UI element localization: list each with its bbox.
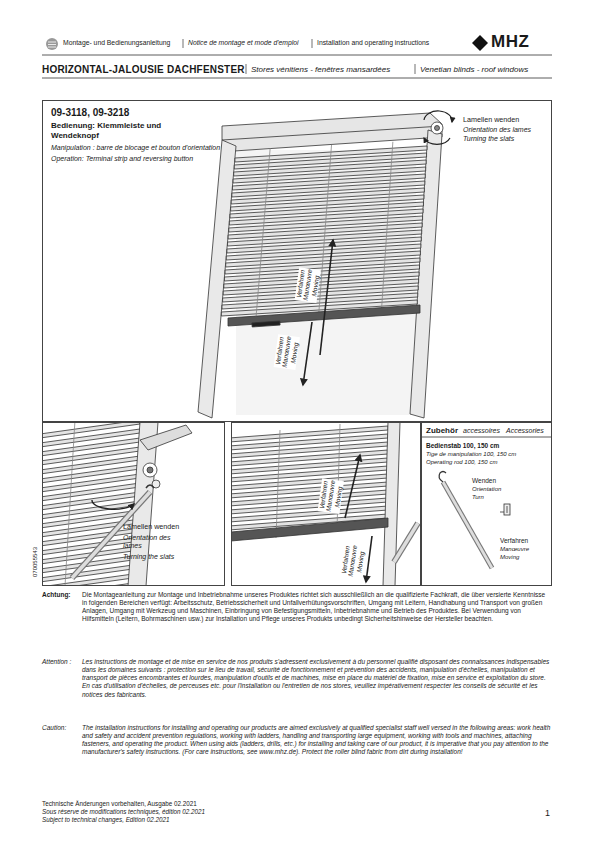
panel-text: Orientation	[472, 486, 501, 493]
note-heading: Achtung:	[42, 591, 71, 599]
subtitle: Stores vénitiens - fenêtres mansardées	[251, 65, 390, 75]
panel-text: Verfahren Manœuvre Moving	[318, 478, 345, 514]
ladder-cord	[382, 142, 393, 308]
header-icon	[46, 38, 58, 50]
ladder-cord	[276, 430, 280, 538]
safety-note: The installation instructions for instal…	[82, 724, 552, 757]
page-number: 1	[545, 808, 550, 819]
header-text: Notice de montage et mode d'emploi	[188, 39, 299, 47]
detail-moving	[231, 422, 418, 586]
panel-text: Bedienstab 100, 150 cm	[426, 442, 546, 450]
panel-text: Turning the slats	[123, 553, 213, 561]
ladder-cord	[256, 148, 270, 316]
ladder-cord	[319, 145, 332, 312]
panel: Lamellen wendenOrientation des lamesTurn…	[42, 422, 225, 586]
panel-text: Moving	[500, 554, 519, 561]
accessories-panel: Zubehör accessoires AccessoriesBedienstab …	[421, 422, 552, 586]
rule	[42, 78, 552, 79]
panel-text: Verfahren Manœuvre Moving	[340, 543, 367, 579]
panel-text: 09-3118, 09-3218	[51, 107, 221, 119]
panel-text: Operation: Terminal strip and reversing …	[51, 155, 226, 163]
detail-turning	[42, 422, 192, 586]
ladder-cord	[65, 422, 75, 586]
callout-label: Orientation des lames	[463, 126, 548, 134]
callout-label: Turning the slats	[463, 135, 548, 143]
panel-text: Manœuvre	[500, 546, 529, 553]
safety-note: Les instructions de montage et de mise e…	[82, 658, 552, 699]
panel-text: Zubehör	[426, 426, 458, 436]
rule	[42, 55, 552, 56]
panel-text: Accessories	[506, 427, 544, 435]
safety-note: Die Montageanleitung zur Montage und Inb…	[82, 591, 552, 624]
page-title: HORIZONTAL-JALOUSIE DACHFENSTER	[42, 64, 245, 76]
footer-text: Technische Änderungen vorbehalten, Ausga…	[42, 800, 197, 808]
arrow-label: Verfahren Manœuvre Moving	[295, 267, 322, 303]
panel-text: Operating rod 100, 150 cm	[426, 459, 550, 466]
panel-text: Tige de manipulation 100, 150 cm	[426, 451, 550, 458]
panel-text: Bedienung: Klemmleiste und Wendeknopf	[51, 121, 181, 140]
slat	[42, 492, 140, 510]
logo-diamond	[472, 35, 488, 51]
panel-text: Manipulation : barre de blocage et bouto…	[51, 144, 226, 152]
panel-text: Orientation des lames	[123, 534, 183, 551]
note-heading: Attention :	[42, 658, 71, 666]
header-text: Installation and operating instructions	[317, 39, 429, 47]
panel: Verfahren Manœuvre MovingVerfahren Manœu…	[231, 422, 421, 586]
arrow-label: Verfahren Manœuvre Moving	[274, 334, 301, 370]
document-number: 070055543	[32, 547, 39, 577]
roof-window	[198, 111, 452, 418]
note-heading: Caution:	[42, 724, 66, 732]
footer-text: Subject to technical changes, Edition 02…	[42, 816, 169, 824]
header-text: Montage- und Bedienungsanleitung	[63, 39, 170, 47]
subtitle: Venetian blinds - roof windows	[420, 65, 528, 75]
panel-text: Turn	[472, 494, 484, 501]
panel: 09-3118, 09-3218Bedienung: Klemmleiste u…	[42, 100, 552, 422]
footer-text: Sous réserve de modifications techniques…	[42, 808, 205, 816]
callout-label: Lamellen wenden	[463, 116, 548, 125]
logo: MHZ	[491, 32, 529, 52]
operating-rod	[421, 437, 552, 568]
panel-text: Wenden	[472, 477, 496, 485]
panel-text: accessoires	[463, 427, 500, 435]
panel-text: Verfahren	[500, 537, 528, 545]
panel-text: Lamellen wenden	[123, 523, 213, 532]
